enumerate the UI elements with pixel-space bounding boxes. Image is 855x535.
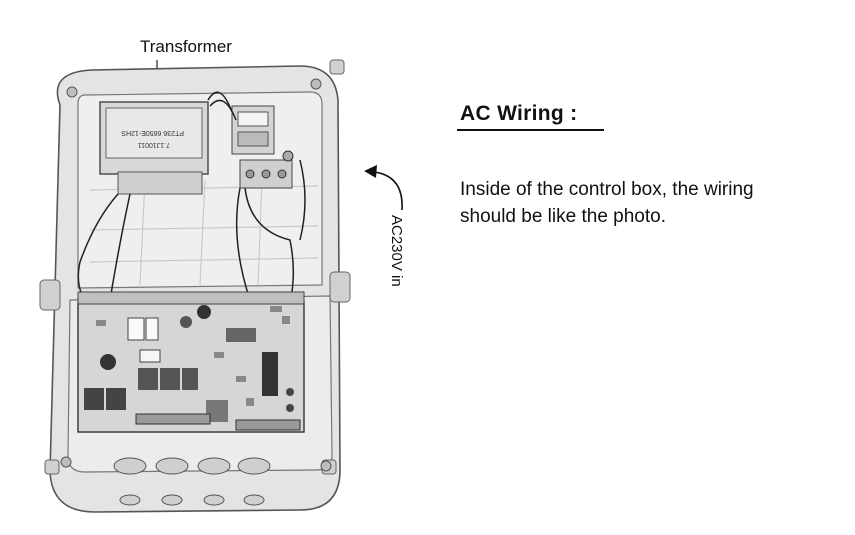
ac-input-arrow [373, 171, 403, 211]
body-line-1: Inside of the control box, the wiring [460, 179, 754, 200]
screw-holes [60, 78, 332, 472]
transformer-label: Transformer [140, 37, 232, 56]
section-body: Inside of the control box, the wiring sh… [460, 176, 850, 230]
transformer: PT236 6650E-12HS 7.1J10011 [99, 101, 209, 195]
section-heading: AC Wiring : [460, 102, 578, 125]
enclosure-clips [39, 59, 351, 475]
cable-glands [113, 457, 271, 506]
body-line-2: should be like the photo. [460, 206, 666, 227]
arrow-head-icon [364, 165, 377, 178]
transformer-model-text: PT236 6650E-12HS [121, 129, 184, 136]
transformer-serial-text: 7.1J10011 [138, 141, 170, 148]
control-board [77, 291, 305, 433]
heading-underline [457, 129, 604, 131]
terminal-block [231, 105, 294, 189]
ac-input-label: AC230V in [388, 215, 405, 287]
